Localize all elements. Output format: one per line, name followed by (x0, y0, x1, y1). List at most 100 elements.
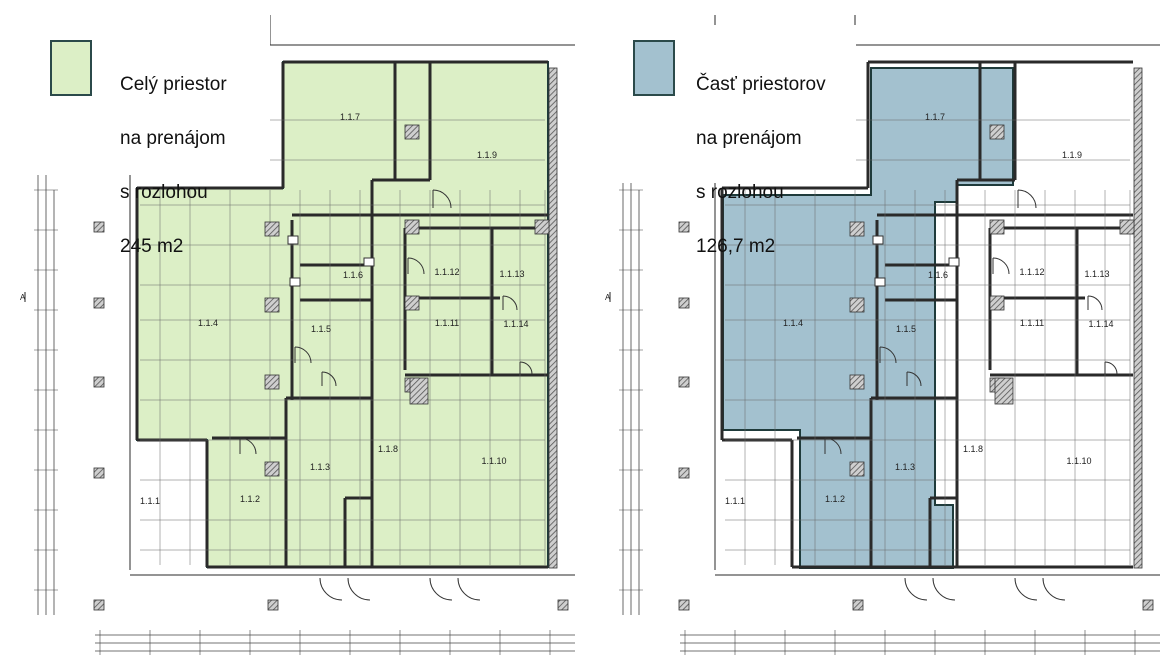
room-label: 1.1.12 (1019, 267, 1044, 277)
sanitary-fixture (289, 277, 301, 287)
door-swing (432, 189, 452, 209)
column-hatch (989, 124, 1005, 140)
door-swing (1104, 361, 1118, 375)
exterior-column (852, 599, 864, 611)
exterior-column (93, 376, 105, 388)
column-hatch (404, 124, 420, 140)
column-hatch (264, 461, 280, 477)
room-label: 1.1.3 (895, 462, 915, 472)
room-label: 1.1.9 (477, 150, 497, 160)
exterior-column (1142, 599, 1154, 611)
room-label: 1.1.2 (240, 494, 260, 504)
column-hatch (264, 221, 280, 237)
door-swing (879, 346, 897, 364)
room-label: 1.1.8 (378, 444, 398, 454)
legend-text-full: Celý priestor na prenájom s rozlohou 245… (120, 44, 227, 287)
room-label: 1.1.13 (499, 269, 524, 279)
legend-full-line-1: Celý priestor (120, 74, 227, 95)
exterior-column (93, 221, 105, 233)
entrance-door (457, 577, 481, 601)
axis-marker-label: A (20, 293, 26, 302)
room-label: 1.1.11 (435, 318, 459, 328)
room-label: 1.1.10 (1066, 456, 1091, 466)
sanitary-fixture (948, 257, 960, 267)
entrance-door (319, 577, 343, 601)
legend-partial-line-3: s rozlohou (696, 182, 784, 203)
column-hatch (989, 295, 1005, 311)
exterior-wall-hatch (1133, 67, 1143, 569)
sanitary-fixture (874, 277, 886, 287)
column-hatch (849, 221, 865, 237)
legend-swatch-partial (633, 40, 675, 96)
column-hatch (264, 374, 280, 390)
door-swing (502, 295, 518, 311)
room-label: 1.1.4 (783, 318, 803, 328)
legend-partial-line-2: na prenájom (696, 128, 802, 149)
exterior-wall-hatch (548, 67, 558, 569)
room-label: 1.1.8 (963, 444, 983, 454)
legend-partial-line-4: 126,7 m2 (696, 236, 776, 257)
exterior-column (678, 297, 690, 309)
exterior-column (678, 376, 690, 388)
legend-partial-space: Časť priestorov na prenájom s rozlohou 1… (583, 25, 856, 257)
exterior-column (678, 599, 690, 611)
entrance-door (347, 577, 371, 601)
room-label: 1.1.6 (343, 270, 363, 280)
room-label: 1.1.12 (434, 267, 459, 277)
room-label: 1.1.7 (925, 112, 945, 122)
room-label: 1.1.14 (503, 319, 528, 329)
legend-text-partial: Časť priestorov na prenájom s rozlohou 1… (696, 44, 826, 287)
column-hatch (404, 295, 420, 311)
door-swing (321, 371, 337, 387)
column-hatch (849, 297, 865, 313)
room-label: 1.1.5 (311, 324, 331, 334)
legend-full-line-2: na prenájom (120, 128, 226, 149)
column-hatch (409, 377, 429, 405)
door-swing (824, 437, 842, 455)
column-hatch (404, 219, 420, 235)
room-label: 1.1.3 (310, 462, 330, 472)
sanitary-fixture (872, 235, 884, 245)
sanitary-fixture (363, 257, 375, 267)
door-swing (1087, 295, 1103, 311)
room-label: 1.1.1 (140, 496, 160, 506)
entrance-door (904, 577, 928, 601)
entrance-door (429, 577, 453, 601)
door-swing (407, 257, 425, 275)
door-swing (519, 361, 533, 375)
entrance-door (1014, 577, 1038, 601)
column-hatch (849, 461, 865, 477)
room-label: 1.1.5 (896, 324, 916, 334)
room-label: 1.1.11 (1020, 318, 1044, 328)
exterior-column (678, 467, 690, 479)
exterior-column (557, 599, 569, 611)
door-swing (1017, 189, 1037, 209)
axis-marker-label: A (605, 293, 611, 302)
column-hatch (849, 374, 865, 390)
room-label: 1.1.13 (1084, 269, 1109, 279)
door-swing (294, 346, 312, 364)
sanitary-fixture (287, 235, 299, 245)
column-hatch (534, 219, 550, 235)
legend-full-line-4: 245 m2 (120, 236, 184, 257)
exterior-column (93, 297, 105, 309)
door-swing (906, 371, 922, 387)
entrance-door (932, 577, 956, 601)
room-label: 1.1.10 (481, 456, 506, 466)
column-hatch (994, 377, 1014, 405)
exterior-column (93, 599, 105, 611)
room-label: 1.1.6 (928, 270, 948, 280)
entrance-door (1042, 577, 1066, 601)
room-label: 1.1.4 (198, 318, 218, 328)
exterior-column (93, 467, 105, 479)
legend-swatch-full (50, 40, 92, 96)
column-hatch (264, 297, 280, 313)
room-label: 1.1.2 (825, 494, 845, 504)
exterior-column (267, 599, 279, 611)
room-label: 1.1.9 (1062, 150, 1082, 160)
door-swing (992, 257, 1010, 275)
legend-partial-line-1: Časť priestorov (696, 74, 826, 95)
